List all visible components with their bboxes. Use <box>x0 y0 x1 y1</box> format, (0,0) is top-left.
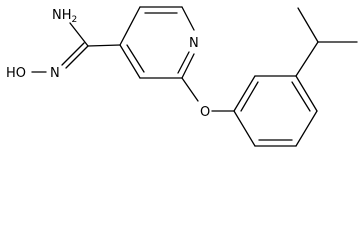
atom-ring-n: N <box>189 36 199 51</box>
bond-pyr-c5-c4 <box>119 44 141 79</box>
bond-pyr-c2-n <box>181 6 195 31</box>
bond-ph-c1-c2 <box>233 75 256 112</box>
bond-c-c4 <box>87 44 121 47</box>
bond-c-n-double-b <box>61 42 85 66</box>
molecule-structure: NH2 N HO N O <box>6 6 358 147</box>
bond-ph-ch <box>295 41 319 77</box>
bond-pyr-c4-c3 <box>119 6 141 46</box>
atom-ether-o: O <box>200 105 210 120</box>
bond-ph-c3-c4 <box>295 75 318 112</box>
bond-c-n-double-a <box>65 45 89 69</box>
bond-pyr-n-c6 <box>181 53 195 79</box>
bond-ph-c3-c4-inner <box>291 81 311 112</box>
bond-c6-o <box>181 77 199 102</box>
bond-pyr-c5-c4-inner <box>126 44 145 73</box>
bond-ph-c6-c1 <box>233 110 256 147</box>
bond-c-nh2 <box>69 22 89 47</box>
bond-pyr-n-c6-inner <box>177 51 190 74</box>
bond-ph-c4-c5 <box>295 110 318 147</box>
atom-nh2: NH2 <box>52 8 77 25</box>
bond-ph-c1-c2-inner <box>240 81 259 112</box>
atom-oxime-n: N <box>50 66 60 81</box>
bond-ch-me1 <box>297 7 319 43</box>
atom-ho: HO <box>6 66 26 81</box>
